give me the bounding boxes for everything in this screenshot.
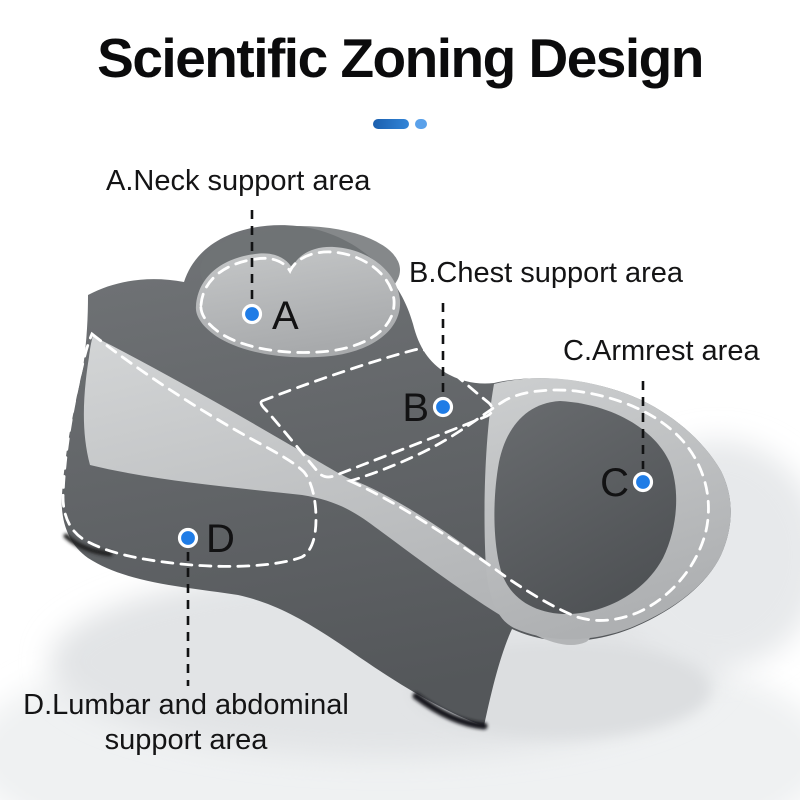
divider-dot-icon — [415, 119, 427, 129]
zone-d-letter: D — [206, 517, 235, 561]
zone-c-label: C.Armrest area — [563, 335, 760, 367]
zone-d-label: D.Lumbar and abdominal support area — [10, 688, 362, 759]
neck-support-inset — [195, 246, 401, 358]
zone-b-marker-dot — [432, 396, 454, 418]
zone-d-marker-dot — [177, 527, 199, 549]
title-divider — [0, 117, 800, 131]
zone-b-letter: B — [402, 386, 429, 430]
zone-a-label: A.Neck support area — [106, 165, 371, 197]
zone-d-label-line1: D.Lumbar and abdominal — [23, 689, 349, 721]
zone-a-letter: A — [272, 294, 299, 338]
zone-a-outline — [199, 250, 396, 354]
page-title: Scientific Zoning Design — [97, 27, 704, 89]
bottom-left-seam — [63, 533, 113, 557]
zone-d-outline — [61, 331, 318, 568]
zone-c-letter: C — [600, 461, 629, 505]
divider-bar-icon — [373, 119, 409, 129]
zone-d-label-line2: support area — [104, 724, 268, 757]
zone-c-outline — [346, 388, 710, 622]
zone-b-outline — [259, 347, 494, 479]
zone-b-label: B.Chest support area — [409, 257, 684, 289]
left-wing-top-face — [83, 336, 591, 646]
armrest-bowl — [494, 401, 677, 615]
zone-c-marker-dot — [632, 471, 654, 493]
bottom-seam — [412, 692, 488, 730]
zone-a-marker-dot — [241, 303, 263, 325]
